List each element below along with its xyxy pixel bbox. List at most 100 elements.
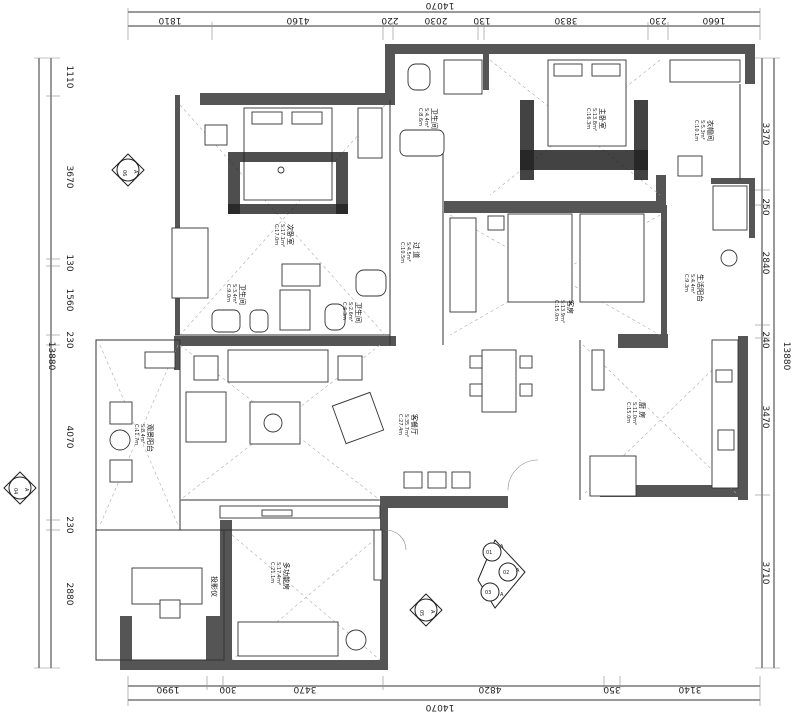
dim-top-8: 1660 (702, 15, 725, 25)
furniture (109, 59, 748, 657)
bed-guest-1 (507, 213, 573, 303)
sofa-main (227, 349, 329, 383)
walls (120, 44, 755, 670)
label-living-name: 客餐厅 (410, 414, 419, 435)
bed-guest-2 (579, 213, 645, 303)
label-living-area: S:35.7m² (403, 414, 409, 437)
svg-text:06: 06 (121, 170, 127, 176)
dim-top-1: 1810 (158, 15, 181, 25)
mark-05: 05 A (409, 593, 443, 627)
dim-right-1: 3370 (760, 123, 770, 146)
label-bath2-name: 卫生间 (238, 284, 247, 305)
section-marks: 06 A 04 A 05 A 01 02 03 A A A (3, 153, 526, 627)
label-guest-area: S:13.9m² (559, 300, 565, 323)
label-corridor-area: S:4.5m² (405, 242, 411, 262)
dim-bottom-4: 4820 (478, 684, 501, 694)
label-second-name: 次卧室 (286, 224, 295, 245)
room-labels: 卫生间 S:4.4m² C:8.6m 主卧室 S:13.8m² C:16.3m … (133, 108, 715, 597)
label-multi-perimeter: C:21.1m (269, 562, 275, 583)
dimension-lines (34, 8, 780, 706)
dim-top-5: 130 (473, 15, 490, 25)
desk (131, 567, 203, 605)
mark-02: 02 (503, 570, 509, 576)
label-master-perimeter: C:16.3m (585, 108, 591, 129)
label-kitchen-name: 厨 房 (638, 402, 647, 418)
mark-04: 04 A (3, 471, 37, 505)
label-guest-perimeter: C:15.0m (553, 300, 559, 321)
dim-top-4: 2030 (424, 15, 447, 25)
label-multi-name: 多功能房 (282, 562, 291, 590)
label-living-perimeter: C:27.4m (397, 414, 403, 435)
dim-right-3: 2840 (760, 252, 770, 275)
svg-text:A: A (132, 170, 138, 174)
dim-bottom-total: 14070 (425, 702, 454, 712)
dim-left-5: 230 (64, 331, 74, 348)
dim-top-total: 14070 (425, 0, 454, 10)
label-closet-perimeter: C:10.1m (693, 120, 699, 141)
label-multi-area: S:17.4m² (275, 562, 281, 585)
label-bath1-perimeter: C:8.6m (417, 108, 423, 126)
label-balcony-perimeter: C:11.7m (133, 424, 139, 445)
dim-left-4: 1560 (64, 289, 74, 312)
dim-bottom-1: 1990 (156, 684, 179, 694)
dim-top-7: 230 (649, 15, 666, 25)
label-bath3-perimeter: C:6.3m (341, 302, 347, 320)
svg-text:A: A (429, 610, 435, 614)
mark-06: 06 A (111, 153, 145, 187)
label-second-perimeter: C:17.0m (273, 224, 279, 245)
mark-03: 03 (485, 590, 491, 596)
dimension-texts: 14070 1810 4160 220 2030 130 3830 230 16… (46, 0, 791, 712)
label-guest-name: 客房 (566, 300, 575, 314)
label-second-area: S:17.1m² (279, 224, 285, 247)
label-balcony-name: 观景阳台 (146, 424, 155, 452)
dim-top-2: 4160 (286, 15, 309, 25)
label-master-name: 主卧室 (598, 108, 607, 129)
dim-left-2: 3670 (64, 166, 74, 189)
dim-left-3: 130 (64, 254, 74, 271)
label-bath2-perimeter: C:9.0m (225, 284, 231, 302)
dim-left-total: 13880 (46, 342, 56, 371)
dim-left-7: 230 (64, 516, 74, 533)
label-bath1-name: 卫生间 (430, 108, 439, 129)
label-master-area: S:13.8m² (591, 108, 597, 131)
sofa-multi (237, 621, 339, 657)
dim-right-5: 3470 (760, 406, 770, 429)
label-closet-area: S:5.3m² (699, 120, 705, 140)
dim-right-6: 3710 (760, 562, 770, 585)
svg-text:04: 04 (12, 488, 18, 494)
label-corridor-name: 过 道 (412, 242, 421, 258)
svg-text:05: 05 (418, 610, 424, 616)
dim-top-3: 220 (381, 15, 398, 25)
label-projector: 投影仪 (210, 576, 219, 597)
label-bath3-area: S:2.6m² (347, 302, 353, 322)
svg-text:A: A (500, 592, 504, 598)
dim-bottom-2: 300 (219, 684, 236, 694)
mark-cluster: 01 02 03 A A A (477, 539, 526, 609)
dim-right-total: 13880 (781, 342, 791, 371)
dim-left-8: 2880 (64, 583, 74, 606)
label-corridor-perimeter: C:10.5m (399, 242, 405, 263)
dim-left-6: 4070 (64, 426, 74, 449)
label-closet-name: 衣帽间 (706, 120, 715, 141)
svg-text:A: A (516, 568, 520, 574)
dim-right-2: 250 (760, 198, 770, 215)
svg-text:A: A (23, 488, 29, 492)
svg-text:A: A (500, 544, 504, 550)
label-balcony-area: S:8.4m² (139, 424, 145, 444)
label-bath3-name: 卫生间 (354, 302, 363, 323)
label-bath2-area: S:3.4m² (231, 284, 237, 304)
dim-right-4: 240 (760, 331, 770, 348)
dim-left-1: 1110 (64, 66, 74, 89)
label-laundry-area: S:4.4m² (689, 274, 695, 294)
dim-bottom-5: 350 (603, 684, 620, 694)
dim-bottom-3: 3470 (293, 684, 316, 694)
dining-table (481, 349, 517, 413)
label-kitchen-area: S:11.0m² (631, 402, 637, 425)
dim-bottom-6: 3140 (678, 684, 701, 694)
mark-01: 01 (486, 550, 492, 556)
label-laundry-perimeter: C:9.3m (683, 274, 689, 292)
label-laundry-name: 生活阳台 (696, 274, 705, 302)
label-bath1-area: S:4.4m² (423, 108, 429, 128)
label-kitchen-perimeter: C:15.0m (625, 402, 631, 423)
